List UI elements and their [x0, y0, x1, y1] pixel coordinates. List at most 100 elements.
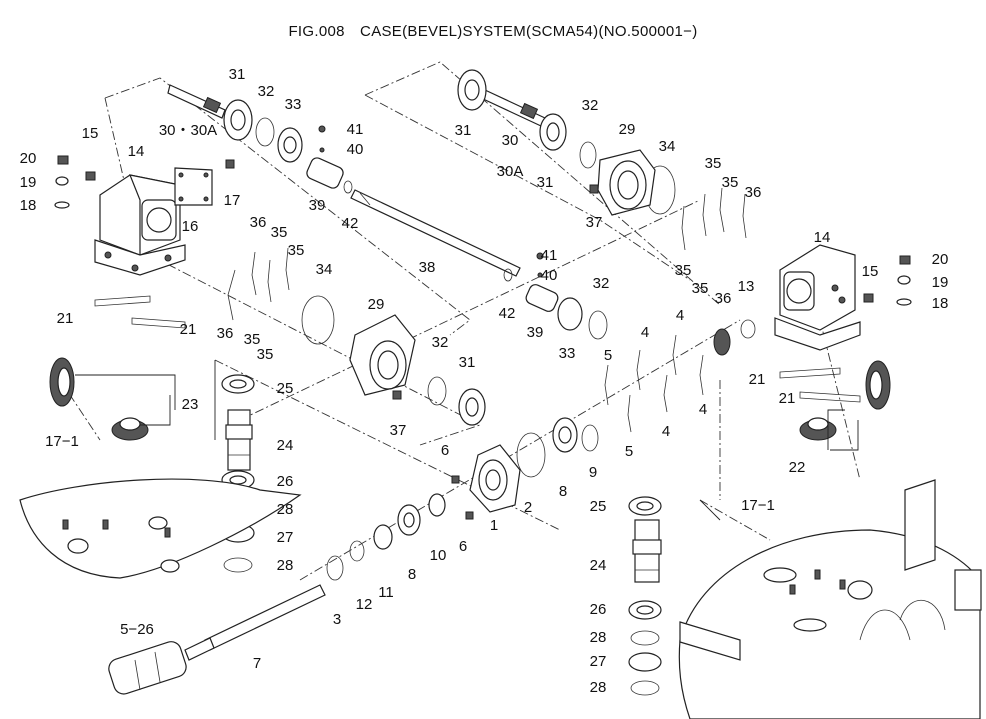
part-labels: 31 32 33 30・30A 41 40 39 42 15 14 20 19 …	[20, 66, 949, 696]
part-label-3: 3	[333, 611, 341, 628]
part-label-35: 35	[288, 242, 305, 259]
part-label-36: 36	[217, 325, 234, 342]
shaft-7	[184, 584, 326, 661]
figure-title: FIG.008 CASE(BEVEL)SYSTEM(SCMA54)(NO.500…	[288, 23, 698, 40]
part-label-35: 35	[722, 174, 739, 191]
bolts-right	[392, 184, 912, 520]
part-label-36: 36	[745, 184, 762, 201]
part-label-7: 7	[253, 655, 261, 672]
part-label-18: 18	[932, 295, 949, 312]
part-label-26: 26	[590, 601, 607, 618]
disc-17-1-left	[19, 478, 302, 579]
part-label-13: 13	[738, 278, 755, 295]
part-label-23: 23	[182, 396, 199, 413]
part-label-41: 41	[541, 247, 558, 264]
part-label-31: 31	[537, 174, 554, 191]
disc-17-1-right	[678, 479, 982, 719]
housing-29-right	[597, 149, 656, 216]
part-label-10: 10	[430, 547, 447, 564]
part-label-35: 35	[675, 262, 692, 279]
cover-plate-16	[174, 167, 213, 206]
part-label-32: 32	[593, 275, 610, 292]
part-label-28: 28	[277, 501, 294, 518]
part-label-32: 32	[432, 334, 449, 351]
shaft-24-left	[225, 409, 253, 471]
shaft-38	[350, 189, 521, 277]
part-label-21: 21	[57, 310, 74, 327]
part-label-33: 33	[559, 345, 576, 362]
part-label-39: 39	[527, 324, 544, 341]
part-label-5: 5	[625, 443, 633, 460]
part-label-19: 19	[932, 274, 949, 291]
part-label-5-26: 5−26	[120, 621, 154, 638]
part-label-31: 31	[229, 66, 246, 83]
part-label-32: 32	[582, 97, 599, 114]
part-label-27: 27	[590, 653, 607, 670]
part-label-21: 21	[180, 321, 197, 338]
part-label-28: 28	[590, 629, 607, 646]
shaft-30-right	[480, 89, 546, 127]
part-label-19: 19	[20, 174, 37, 191]
part-label-40: 40	[347, 141, 364, 158]
part-label-20: 20	[20, 150, 37, 167]
part-label-37: 37	[586, 214, 603, 231]
right-gear-case	[774, 244, 861, 351]
part-label-2: 2	[524, 499, 532, 516]
housing-29-left	[349, 314, 416, 396]
part-label-22: 22	[789, 459, 806, 476]
part-label-30: 30	[502, 132, 519, 149]
snap-rings	[223, 117, 756, 696]
part-label-14: 14	[128, 143, 145, 160]
part-label-5: 5	[604, 347, 612, 364]
part-label-40: 40	[541, 267, 558, 284]
part-label-42: 42	[499, 305, 516, 322]
part-label-29: 29	[619, 121, 636, 138]
part-label-33: 33	[285, 96, 302, 113]
part-label-17-1: 17−1	[741, 497, 775, 514]
part-label-9: 9	[589, 464, 597, 481]
part-label-16: 16	[182, 218, 199, 235]
shaft-30-left	[167, 84, 226, 119]
part-label-21: 21	[749, 371, 766, 388]
shims-left	[227, 247, 290, 321]
part-label-38: 38	[419, 259, 436, 276]
part-label-35: 35	[692, 280, 709, 297]
part-label-35: 35	[705, 155, 722, 172]
part-label-20: 20	[932, 251, 949, 268]
part-label-14: 14	[814, 229, 831, 246]
part-label-4: 4	[641, 324, 649, 341]
housing-1	[469, 444, 521, 513]
part-label-41: 41	[347, 121, 364, 138]
collars-39	[306, 125, 559, 312]
left-gear-case	[94, 174, 186, 276]
part-label-25: 25	[590, 498, 607, 515]
bearings	[221, 69, 662, 672]
part-label-26: 26	[277, 473, 294, 490]
shaft-5-26	[108, 641, 187, 695]
part-label-17: 17	[224, 192, 241, 209]
part-label-28: 28	[590, 679, 607, 696]
part-label-39: 39	[309, 197, 326, 214]
shaft-24-right	[632, 519, 662, 583]
leader-lines	[75, 360, 859, 521]
part-label-11: 11	[378, 584, 394, 601]
bevel-gears	[49, 328, 891, 441]
part-label-1: 1	[490, 517, 498, 534]
part-label-30-30A: 30・30A	[159, 122, 217, 139]
o-rings	[301, 165, 676, 478]
part-label-34: 34	[316, 261, 333, 278]
bolts-left	[54, 155, 235, 209]
part-label-35: 35	[244, 331, 261, 348]
part-label-36: 36	[715, 290, 732, 307]
part-label-28: 28	[277, 557, 294, 574]
part-label-4: 4	[676, 307, 684, 324]
part-label-42: 42	[342, 215, 359, 232]
part-label-15: 15	[82, 125, 99, 142]
part-label-18: 18	[20, 197, 37, 214]
shims-right	[604, 187, 747, 433]
part-label-31: 31	[459, 354, 476, 371]
part-label-30A: 30A	[497, 163, 524, 180]
part-label-31: 31	[455, 122, 472, 139]
part-label-4: 4	[699, 401, 707, 418]
